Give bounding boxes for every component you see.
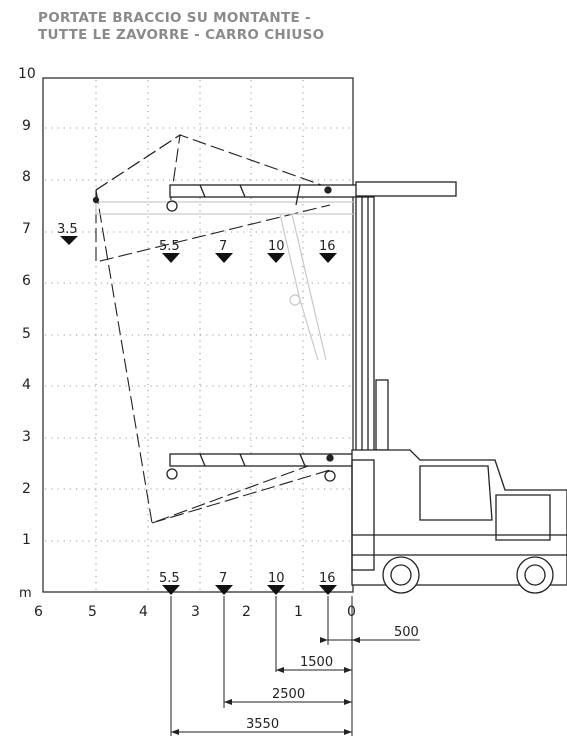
load-marker-triangle [267,253,285,263]
title-line-2: TUTTE LE ZAVORRE - CARRO CHIUSO [38,27,325,43]
load-marker-triangle [162,585,180,595]
capacity-label-upper-3: 10 [268,239,285,254]
y-unit: m [19,586,32,601]
load-marker-triangle [60,236,78,245]
capacity-marker-upper-left: 3.5 [57,222,78,245]
capacity-markers-ground: 5.5 7 10 16 [159,571,337,595]
capacity-label-upper-1: 5.5 [159,239,180,254]
title-line-1: PORTATE BRACCIO SU MONTANTE - [38,10,311,26]
x-tick-4: 4 [139,604,148,620]
dimension-1500: 1500 [300,655,333,670]
x-axis: 6 5 4 3 2 1 0 [34,604,356,620]
y-tick-6: 6 [22,273,31,289]
ghost-boom [95,201,357,361]
y-tick-2: 2 [22,481,31,497]
y-axis: 10 9 8 7 6 5 4 3 2 1 m [18,66,36,601]
y-tick-5: 5 [22,326,31,342]
capacity-markers-upper: 5.5 7 10 16 [159,239,337,263]
capacity-label-ground-1: 5.5 [159,571,180,586]
load-marker-triangle [267,585,285,595]
dimension-2500: 2500 [272,687,305,702]
load-marker-triangle [319,585,337,595]
y-tick-4: 4 [22,377,31,393]
capacity-label-ground-3: 10 [268,571,285,586]
x-tick-2: 2 [242,604,251,620]
dimension-500: 500 [394,625,419,640]
x-tick-3: 3 [191,604,200,620]
mast [355,196,389,458]
grid [45,80,351,590]
plot-frame [42,77,354,593]
y-tick-8: 8 [22,169,31,185]
load-marker-triangle [162,253,180,263]
y-tick-9: 9 [22,118,31,134]
capacity-label-upper-2: 7 [219,239,227,254]
dimension-lines [170,596,420,736]
capacity-label-ground-2: 7 [219,571,227,586]
dimension-3550: 3550 [246,717,279,732]
x-tick-1: 1 [294,604,303,620]
carrier-vehicle [351,449,567,594]
capacity-label-upper-left: 3.5 [57,222,78,237]
capacity-label-ground-4: 16 [319,571,336,586]
load-marker-triangle [215,585,233,595]
upper-boom [92,181,457,212]
y-tick-10: 10 [18,66,36,82]
y-tick-3: 3 [22,429,31,445]
capacity-label-upper-4: 16 [319,239,336,254]
y-tick-7: 7 [22,221,31,237]
y-tick-1: 1 [22,532,31,548]
load-marker-triangle [215,253,233,263]
x-tick-6: 6 [34,604,43,620]
x-tick-0: 0 [347,604,356,620]
chart-title: PORTATE BRACCIO SU MONTANTE - TUTTE LE Z… [38,10,324,44]
dimension-arrows [171,637,360,735]
load-marker-triangle [319,253,337,263]
x-tick-5: 5 [88,604,97,620]
lower-boom [166,453,361,482]
